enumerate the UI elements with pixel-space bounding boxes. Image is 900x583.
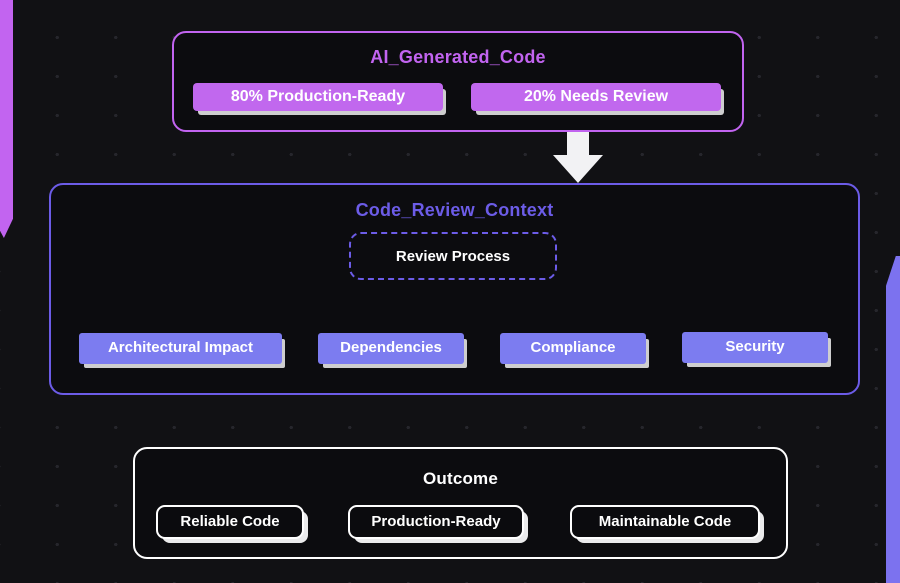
- panel-context-title: Code_Review_Context: [355, 200, 554, 220]
- chip-architectural-impact[interactable]: Architectural Impact: [79, 333, 282, 364]
- node-production-ready[interactable]: Production-Ready: [348, 505, 524, 539]
- chip-compliance[interactable]: Compliance: [500, 333, 646, 364]
- panel-ai-generated-code: AI_Generated_Code: [172, 31, 744, 132]
- chip-dependencies[interactable]: Dependencies: [318, 333, 464, 364]
- right-accent-strip: [886, 256, 900, 583]
- node-reliable-code[interactable]: Reliable Code: [156, 505, 304, 539]
- panel-outcome-title: Outcome: [422, 469, 499, 488]
- chip-production-ready-percent[interactable]: 80% Production-Ready: [193, 83, 443, 111]
- panel-outcome: Outcome: [133, 447, 788, 559]
- left-accent-strip: [0, 0, 13, 238]
- panel-ai-title: AI_Generated_Code: [370, 47, 546, 67]
- node-maintainable-code[interactable]: Maintainable Code: [570, 505, 760, 539]
- chip-security[interactable]: Security: [682, 332, 828, 363]
- node-review-process[interactable]: Review Process: [349, 232, 557, 280]
- chip-needs-review-percent[interactable]: 20% Needs Review: [471, 83, 721, 111]
